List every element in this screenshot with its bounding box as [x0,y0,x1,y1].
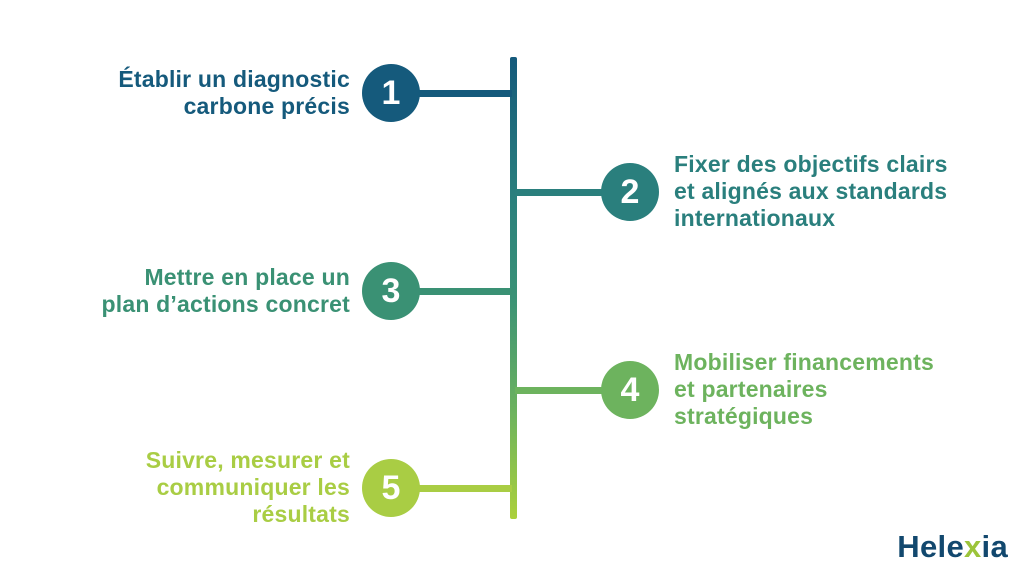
step-2-badge: 2 [601,163,659,221]
step-2-connector [515,189,605,196]
helexia-logo: Helexia [897,529,1008,565]
step-1-number: 1 [381,74,401,112]
step-1-label: Établir un diagnostic carbone précis [118,66,350,119]
step-1-badge: 1 [362,64,420,122]
logo-text-start: Hele [897,529,964,564]
step-4-number: 4 [620,371,640,409]
step-5-badge: 5 [362,459,420,517]
timeline-gradient-line [510,57,517,519]
step-3-badge: 3 [362,262,420,320]
step-4-connector [515,387,605,394]
logo-accent-x: x [963,529,982,564]
step-4-badge: 4 [601,361,659,419]
step-1-connector [416,90,512,97]
step-3-label: Mettre en place un plan d’actions concre… [101,264,350,317]
step-3-number: 3 [381,272,401,310]
step-4-label: Mobiliser financements et partenaires st… [674,349,935,429]
step-5-number: 5 [381,469,401,507]
logo-text-end: ia [981,529,1008,564]
step-2-number: 2 [620,173,640,211]
step-3-connector [416,288,512,295]
step-5-connector [416,485,512,492]
step-2-label: Fixer des objectifs clairs et alignés au… [674,151,948,231]
step-5-label: Suivre, mesurer et communiquer les résul… [145,447,350,527]
